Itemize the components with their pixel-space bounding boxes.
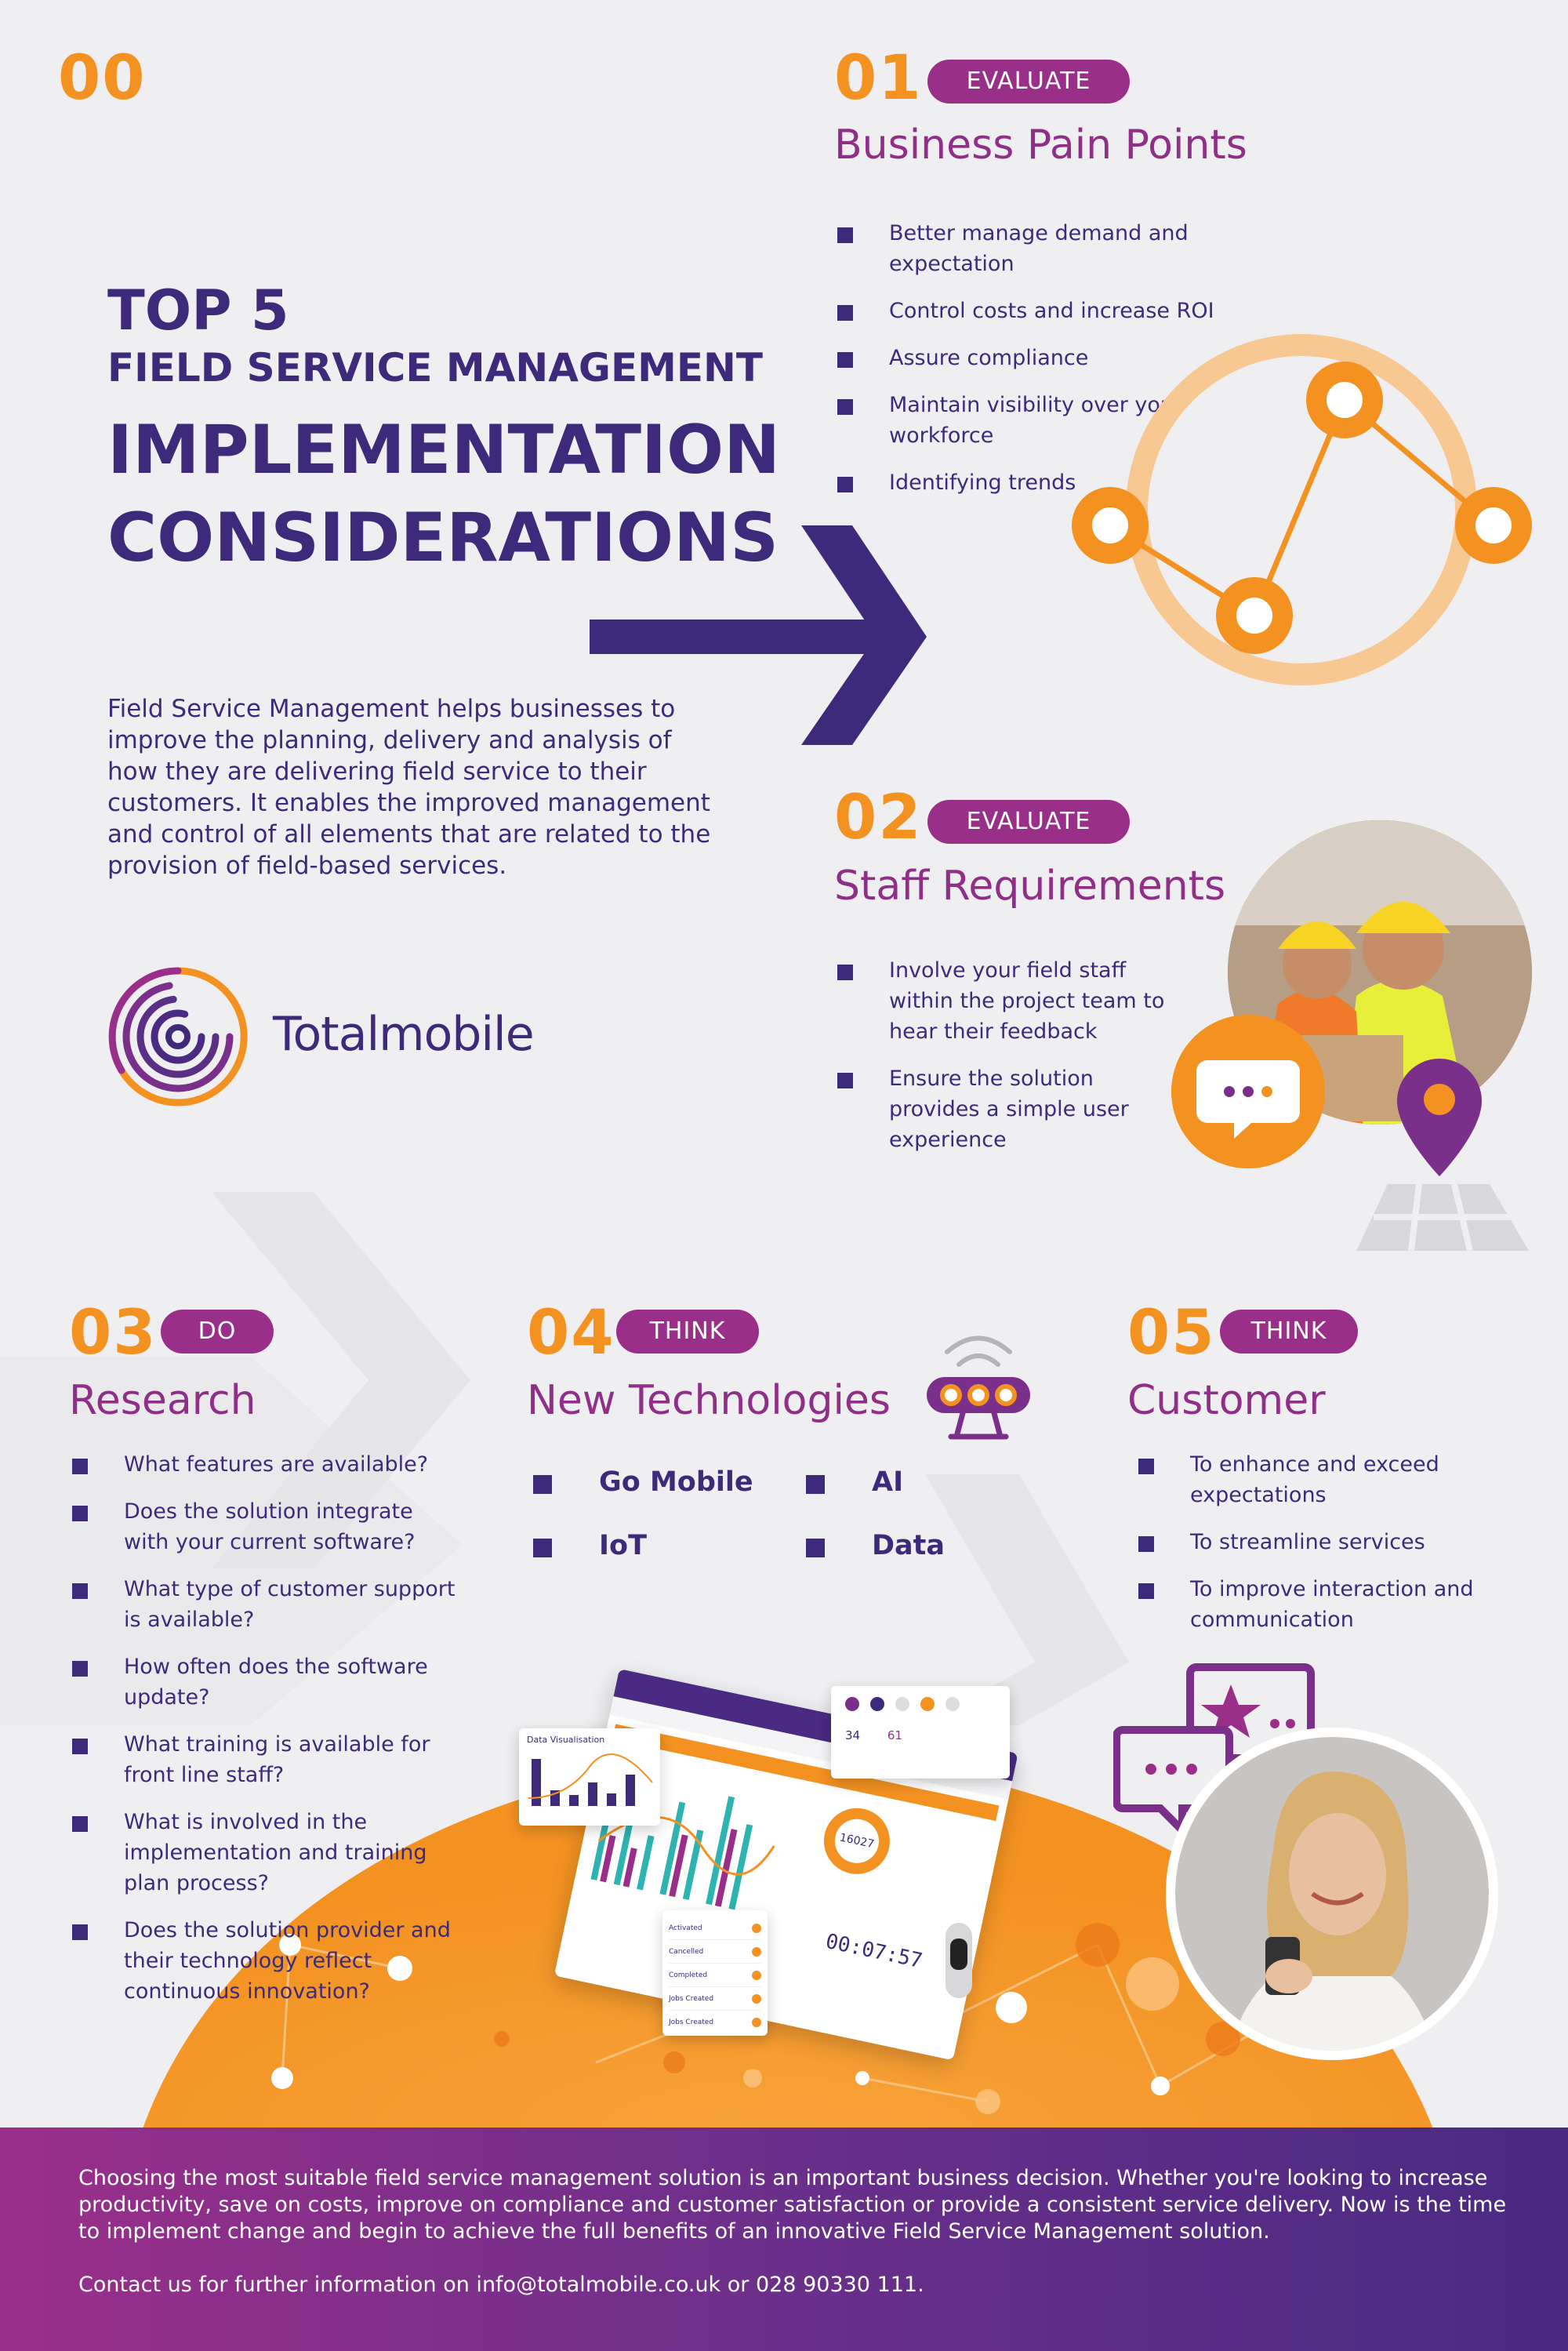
iot-device-icon bbox=[927, 1335, 1030, 1440]
timer: 00:07:57 bbox=[823, 1929, 925, 1974]
section1-number: 01 bbox=[834, 43, 923, 114]
list-item: Control costs and increase ROI bbox=[837, 296, 1284, 326]
section3-number: 03 bbox=[69, 1298, 158, 1368]
list-item: What type of customer support is availab… bbox=[72, 1574, 464, 1635]
sensor-device-icon bbox=[946, 1923, 972, 1998]
status-item: Jobs Created bbox=[669, 1987, 761, 2011]
list-item: What training is available for front lin… bbox=[72, 1729, 464, 1790]
list-item: Maintain visibility over your workforce bbox=[837, 390, 1284, 451]
heading-top5: TOP 5 bbox=[107, 278, 289, 343]
section2-tag: EVALUATE bbox=[927, 800, 1130, 844]
tech-bullet bbox=[806, 1539, 825, 1557]
stat-one: 34 bbox=[845, 1728, 861, 1742]
list-item: Identifying trends bbox=[837, 467, 1284, 498]
tech-data: Data bbox=[872, 1530, 946, 1561]
section3-list: What features are available? Does the so… bbox=[72, 1449, 464, 2023]
donut-chart: 16027 bbox=[818, 1801, 896, 1880]
section5-number: 05 bbox=[1127, 1298, 1216, 1368]
list-item: Involve your field staff within the proj… bbox=[837, 955, 1182, 1047]
arrow-right-icon bbox=[590, 525, 927, 745]
tech-go-mobile: Go Mobile bbox=[599, 1466, 753, 1498]
heading-fsm: FIELD SERVICE MANAGEMENT bbox=[107, 345, 763, 391]
data-visualisation-card: Data Visualisation bbox=[519, 1728, 660, 1826]
list-item: Assure compliance bbox=[837, 343, 1284, 373]
heading-implementation: IMPLEMENTATION bbox=[107, 411, 781, 489]
intro-description: Field Service Management helps businesse… bbox=[107, 695, 711, 880]
status-item: Activated bbox=[669, 1917, 761, 1940]
stat-two: 61 bbox=[887, 1728, 902, 1742]
status-item: Jobs Created bbox=[669, 2011, 761, 2033]
section1-tag: EVALUATE bbox=[927, 60, 1130, 104]
card-title: Data Visualisation bbox=[527, 1735, 605, 1745]
section1-title: Business Pain Points bbox=[834, 122, 1247, 169]
list-item: To enhance and exceed expectations bbox=[1138, 1449, 1499, 1510]
status-list-card: Activated Cancelled Completed Jobs Creat… bbox=[662, 1910, 768, 2036]
status-item: Cancelled bbox=[669, 1940, 761, 1964]
section5-title: Customer bbox=[1127, 1377, 1326, 1424]
background-chevrons bbox=[0, 1192, 1129, 1725]
list-item: Ensure the solution provides a simple us… bbox=[837, 1063, 1182, 1155]
intro-number: 00 bbox=[58, 43, 147, 114]
list-item: How often does the software update? bbox=[72, 1652, 464, 1713]
stats-card: 34 61 bbox=[831, 1686, 1010, 1779]
section4-tag: THINK bbox=[616, 1310, 759, 1354]
section2-number: 02 bbox=[834, 783, 923, 853]
totalmobile-logo-icon bbox=[108, 967, 248, 1106]
section3-tag: DO bbox=[161, 1310, 274, 1354]
section5-tag: THINK bbox=[1220, 1310, 1358, 1354]
list-item: To streamline services bbox=[1138, 1527, 1499, 1557]
section1-list: Better manage demand and expectation Con… bbox=[837, 218, 1284, 514]
tech-iot: IoT bbox=[599, 1530, 647, 1561]
list-item: What is involved in the implementation a… bbox=[72, 1807, 464, 1899]
section2-list: Involve your field staff within the proj… bbox=[837, 955, 1182, 1172]
list-item: Does the solution integrate with your cu… bbox=[72, 1496, 464, 1557]
field-staff-photo bbox=[1171, 820, 1532, 1252]
list-item: What features are available? bbox=[72, 1449, 464, 1480]
section5-list: To enhance and exceed expectations To st… bbox=[1138, 1449, 1499, 1652]
footer: Choosing the most suitable field service… bbox=[0, 2128, 1568, 2351]
status-item: Completed bbox=[669, 1964, 761, 1987]
heading-considerations: CONSIDERATIONS bbox=[107, 499, 779, 577]
brand-name: Totalmobile bbox=[273, 1007, 535, 1062]
tech-bullet bbox=[533, 1539, 552, 1557]
list-item: To improve interaction and communication bbox=[1138, 1574, 1499, 1635]
footer-paragraph: Choosing the most suitable field service… bbox=[78, 2166, 1507, 2244]
list-item: Better manage demand and expectation bbox=[837, 218, 1284, 279]
section4-number: 04 bbox=[527, 1298, 615, 1368]
network-nodes-icon bbox=[1072, 334, 1532, 685]
section2-title: Staff Requirements bbox=[834, 863, 1226, 910]
mini-bar-chart bbox=[528, 1753, 653, 1806]
section3-title: Research bbox=[69, 1377, 256, 1424]
tech-ai: AI bbox=[872, 1466, 904, 1498]
customer-photo bbox=[1166, 1728, 1498, 2060]
tech-bullet bbox=[533, 1475, 552, 1494]
section4-title: New Technologies bbox=[527, 1377, 891, 1424]
list-item: Does the solution provider and their tec… bbox=[72, 1915, 464, 2007]
tech-bullet bbox=[806, 1475, 825, 1494]
footer-contact: Contact us for further information on in… bbox=[78, 2273, 924, 2297]
